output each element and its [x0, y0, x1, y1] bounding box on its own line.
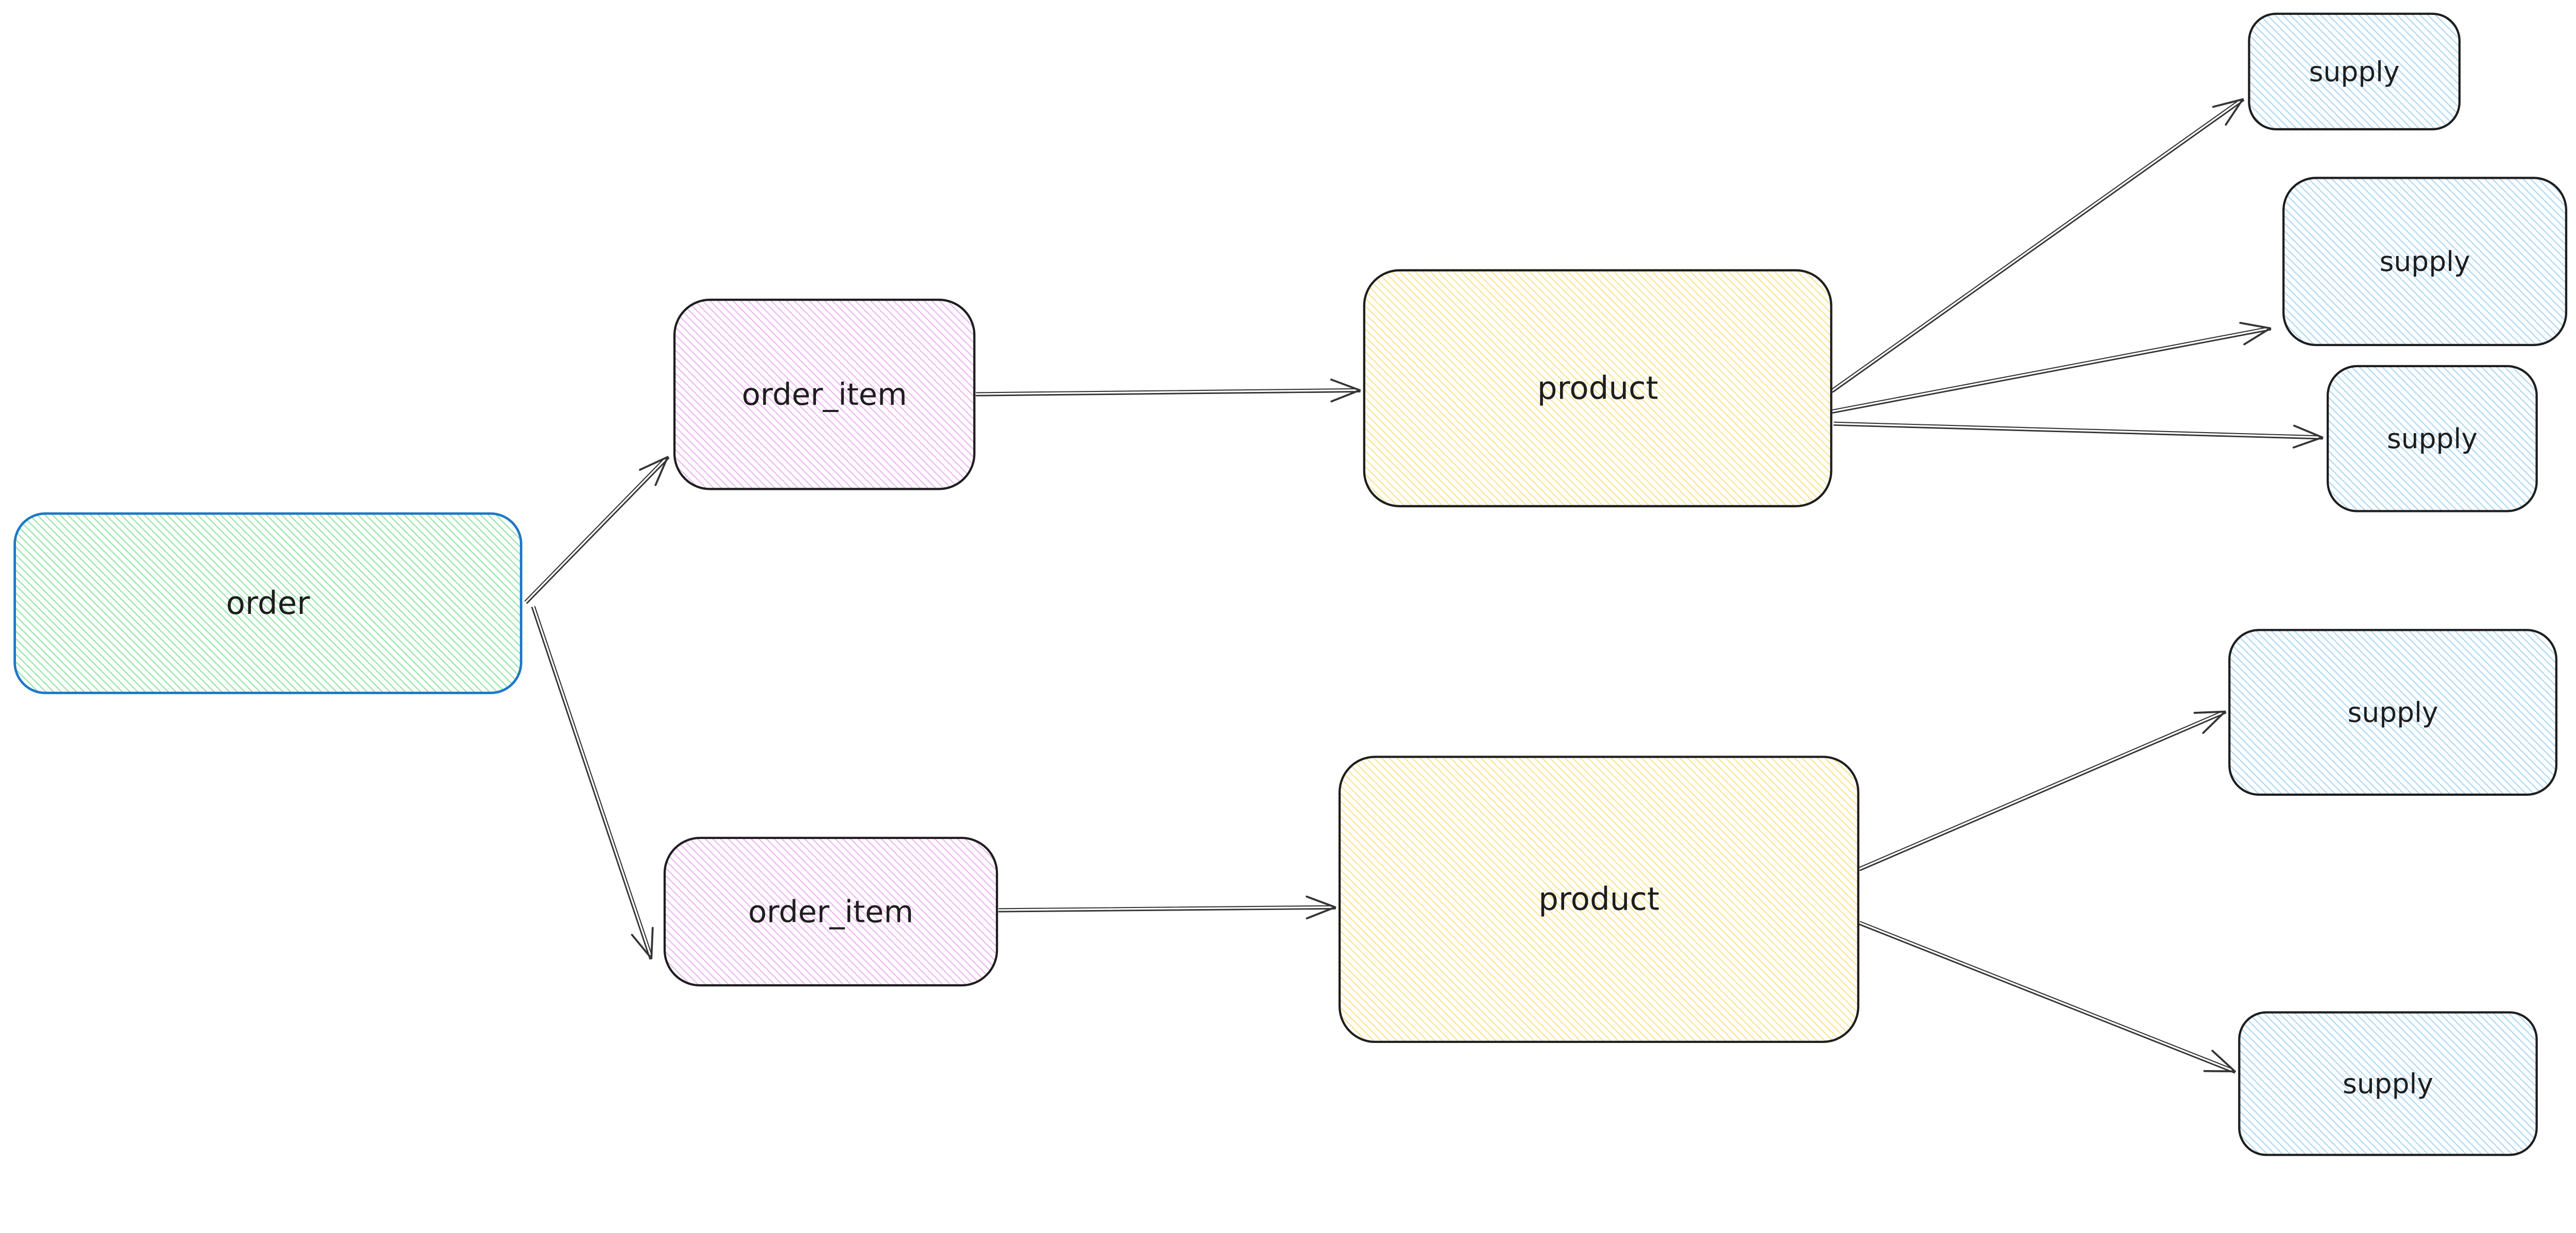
node-supply_2[interactable]: supply	[2282, 177, 2568, 346]
node-label-product_1: product	[1537, 370, 1658, 406]
arrow-product_1-to-supply_1[interactable]	[1831, 98, 2245, 393]
node-label-supply_2: supply	[2380, 245, 2470, 278]
node-product_2[interactable]: product	[1338, 756, 1860, 1043]
node-shape-supply_2[interactable]	[2282, 177, 2568, 346]
excalidraw-canvas[interactable]: orderorder_itemorder_itemproductproducts…	[0, 0, 2576, 1177]
node-shape-product_2[interactable]	[1338, 756, 1860, 1043]
arrow-product_1-to-supply_2[interactable]	[1832, 321, 2272, 414]
node-label-order: order	[226, 585, 311, 622]
arrow-product_1-to-supply_3[interactable]	[1833, 421, 2324, 449]
node-supply_4[interactable]: supply	[2228, 629, 2557, 796]
node-label-supply_3: supply	[2387, 422, 2478, 455]
node-label-supply_5: supply	[2343, 1068, 2433, 1100]
edges-layer	[524, 98, 2324, 1074]
node-shape-supply_1[interactable]	[2248, 12, 2461, 131]
node-supply_1[interactable]: supply	[2248, 12, 2461, 131]
arrow-product_2-to-supply_5[interactable]	[1858, 921, 2236, 1074]
nodes-layer: orderorder_itemorder_itemproductproducts…	[13, 12, 2568, 1156]
node-shape-supply_3[interactable]	[2326, 365, 2538, 512]
node-supply_5[interactable]: supply	[2238, 1011, 2538, 1156]
node-label-supply_4: supply	[2348, 696, 2438, 729]
arrow-order_item_2-to-product_2[interactable]	[998, 895, 1336, 920]
node-label-supply_1: supply	[2309, 55, 2400, 88]
node-shape-order_item_1[interactable]	[673, 298, 976, 490]
node-order_item_1[interactable]: order_item	[673, 298, 976, 490]
node-shape-order[interactable]	[13, 512, 522, 694]
arrow-product_2-to-supply_4[interactable]	[1858, 710, 2227, 871]
arrow-order-to-order_item_1[interactable]	[524, 456, 670, 604]
node-label-product_2: product	[1538, 881, 1659, 918]
node-order[interactable]: order	[13, 512, 522, 694]
node-shape-order_item_2[interactable]	[663, 836, 998, 987]
node-order_item_2[interactable]: order_item	[663, 836, 998, 987]
node-shape-supply_5[interactable]	[2238, 1011, 2538, 1156]
arrow-order_item_1-to-product_1[interactable]	[975, 379, 1361, 403]
node-product_1[interactable]: product	[1363, 269, 1833, 507]
node-shape-supply_4[interactable]	[2228, 629, 2557, 796]
node-supply_3[interactable]: supply	[2326, 365, 2538, 512]
node-label-order_item_1: order_item	[742, 376, 907, 412]
arrow-order-to-order_item_2[interactable]	[531, 606, 654, 960]
node-label-order_item_2: order_item	[748, 894, 913, 930]
node-shape-product_1[interactable]	[1363, 269, 1833, 507]
